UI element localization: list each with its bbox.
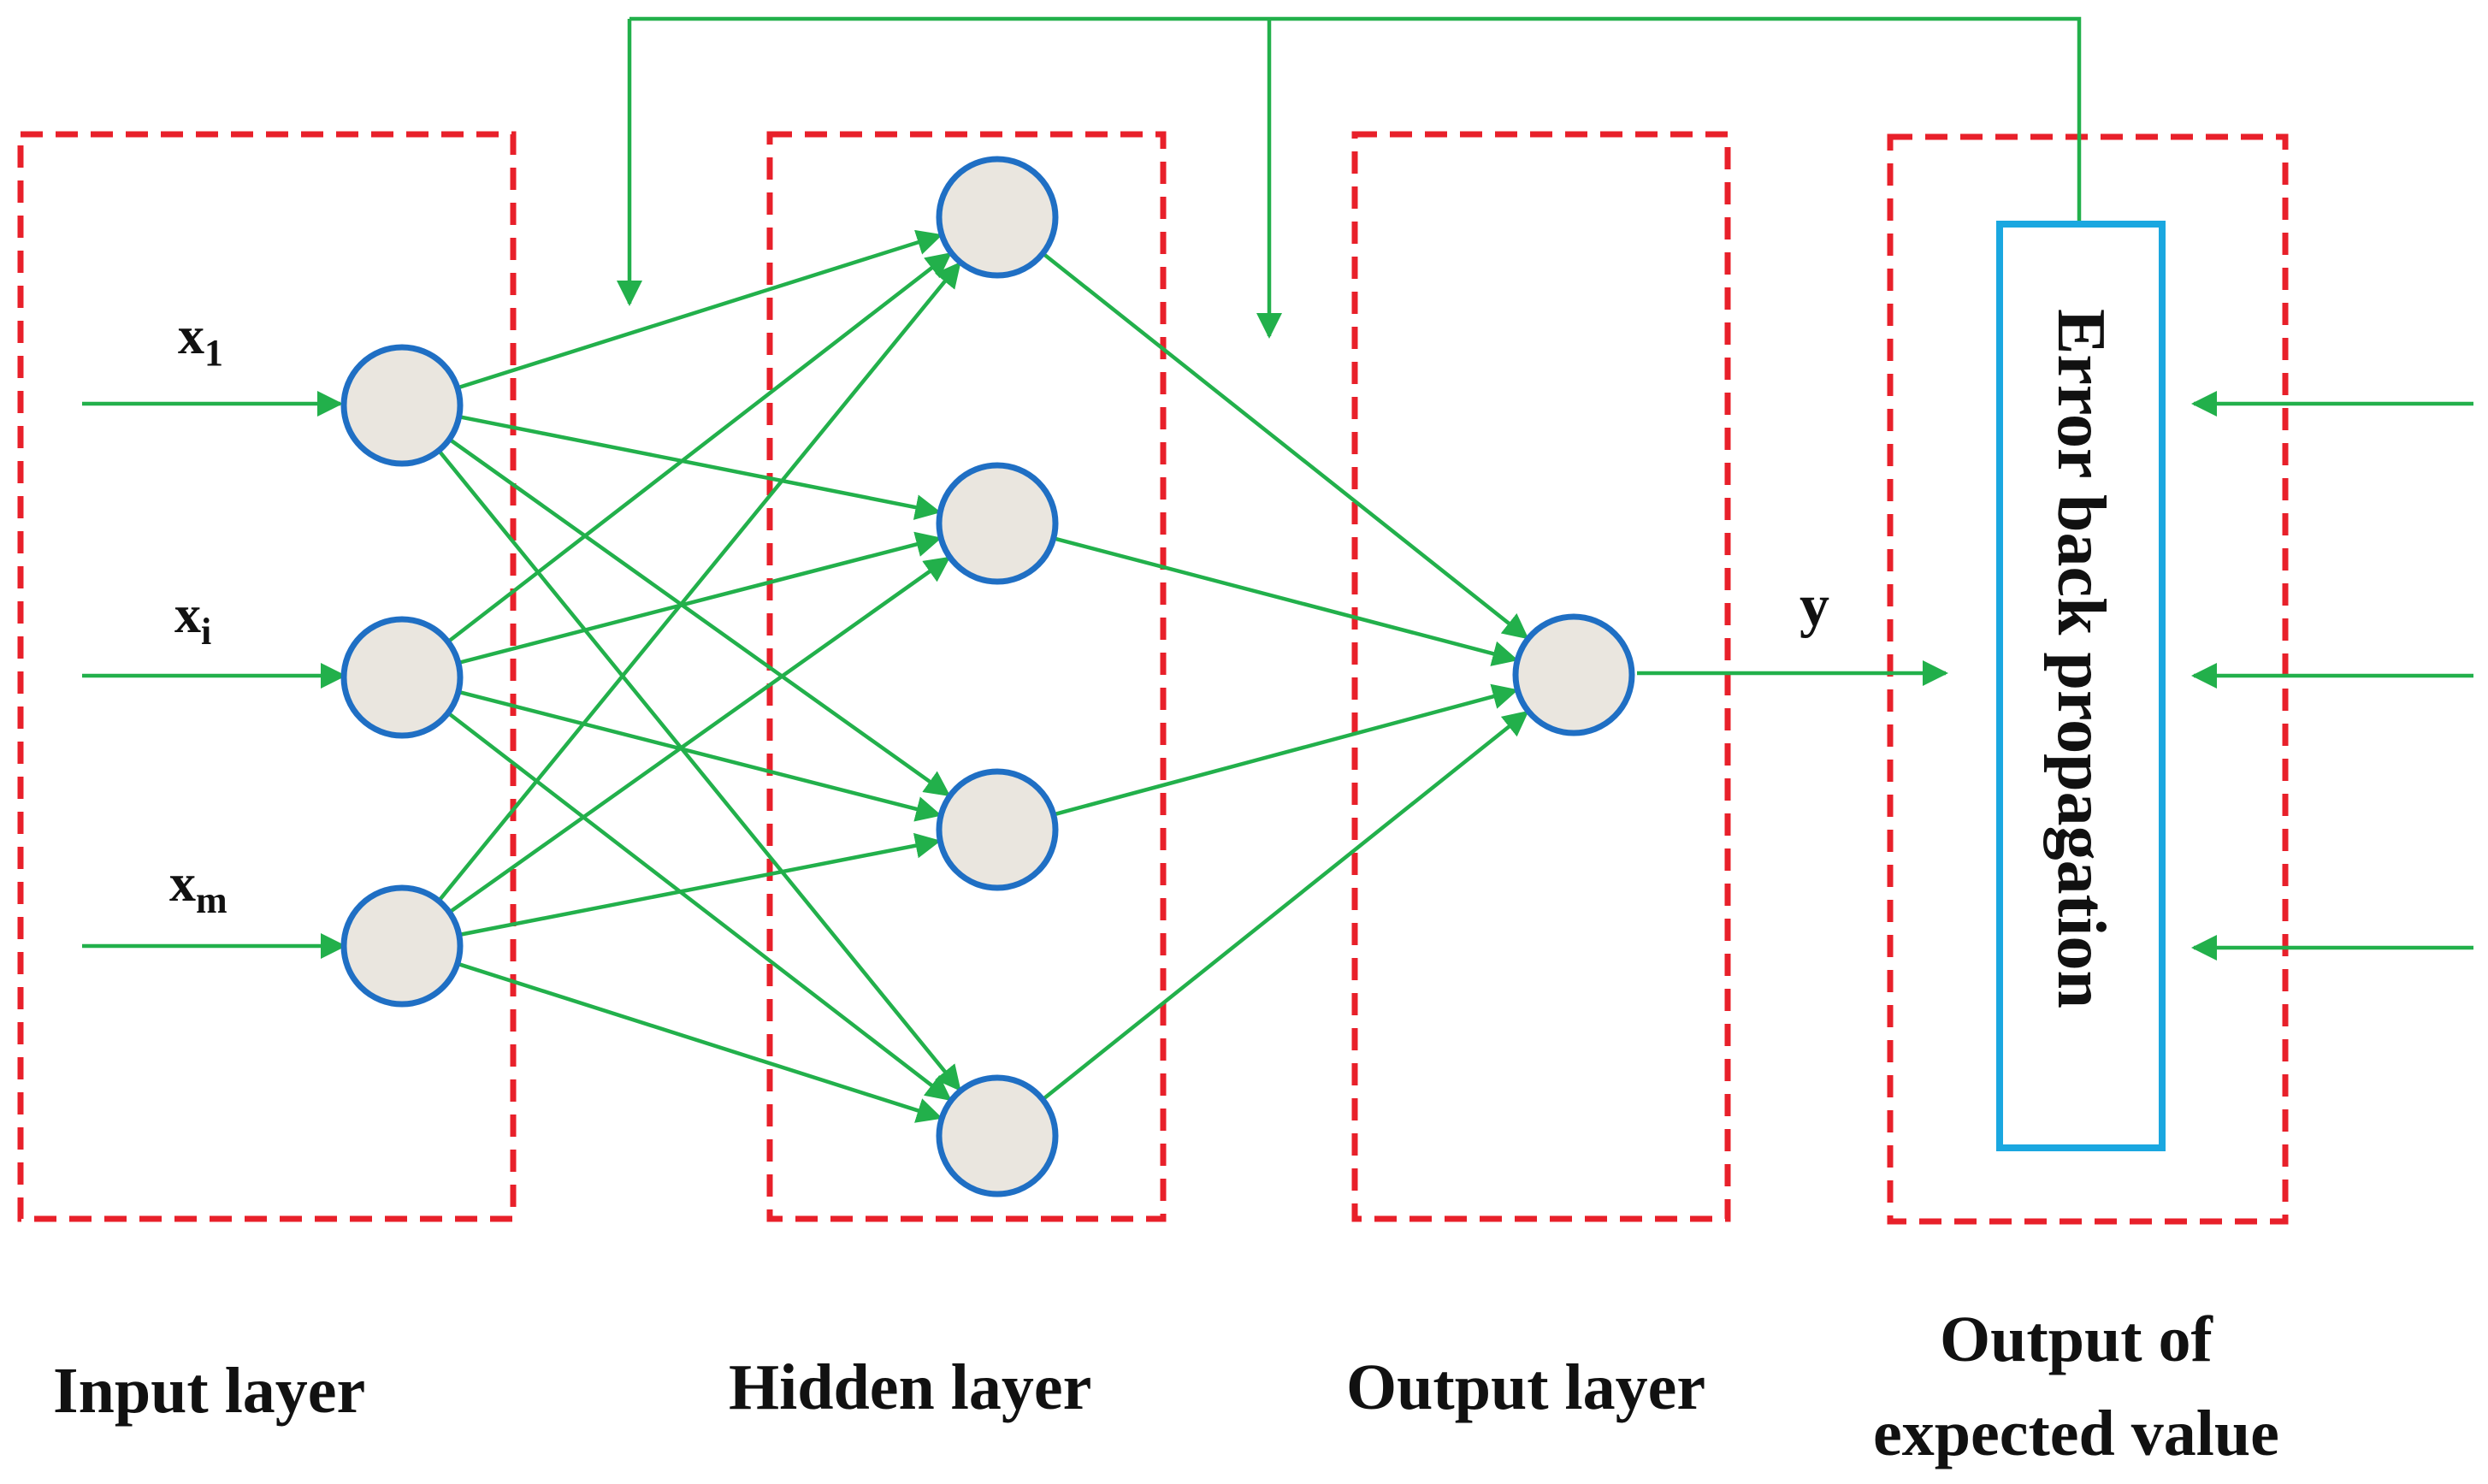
input-label-xm-name: x <box>169 854 196 913</box>
hidden-neuron-4 <box>936 1074 1059 1197</box>
output-neuron-1 <box>1512 613 1635 736</box>
input-neuron-2 <box>340 616 464 739</box>
connection-input-2-to-hidden-3 <box>458 689 943 822</box>
connection-input-3-to-hidden-1 <box>437 261 961 902</box>
connection-input-1-to-hidden-3 <box>448 437 951 797</box>
connection-hidden-1-to-output-1 <box>1041 251 1529 640</box>
input-layer-frame <box>17 131 517 1222</box>
feedback-lines <box>617 16 2082 339</box>
input-label-xi-subscript: i <box>201 611 212 653</box>
error-back-propagation-box <box>1996 221 2166 1151</box>
input-label-xm-subscript: m <box>196 879 228 921</box>
connection-hidden-4-to-output-1 <box>1041 710 1529 1102</box>
hidden-layer-label: Hidden layer <box>729 1351 1092 1423</box>
hidden-layer-frame <box>766 131 1167 1222</box>
expected-value-label-line2: expected value <box>1873 1398 2279 1469</box>
input-label-x1-subscript: 1 <box>204 332 223 374</box>
hidden-neuron-3 <box>936 768 1059 891</box>
input-label-xm: xm <box>169 857 228 919</box>
error-back-propagation-label: Error back propagation <box>2043 309 2119 1008</box>
input-label-x1: x1 <box>178 310 223 372</box>
connection-input-1-to-hidden-4 <box>437 449 961 1092</box>
output-layer-frame <box>1351 131 1731 1222</box>
hidden-neuron-1 <box>936 156 1059 279</box>
connections <box>437 229 1529 1123</box>
expected-value-label-line1: Output of <box>1940 1304 2213 1375</box>
input-neuron-1 <box>340 344 464 467</box>
input-label-xi: xi <box>174 588 211 651</box>
connection-input-3-to-hidden-3 <box>458 832 942 937</box>
hidden-neuron-2 <box>936 462 1059 585</box>
input-label-x1-name: x <box>178 307 204 365</box>
expected-value-arrows <box>2191 391 2473 961</box>
connection-input-1-to-hidden-2 <box>458 414 942 520</box>
input-layer-label: Input layer <box>53 1355 366 1427</box>
output-label-y: y <box>1800 573 1829 639</box>
input-arrows <box>82 391 346 959</box>
connection-input-2-to-hidden-4 <box>446 711 952 1102</box>
connection-hidden-2-to-output-1 <box>1053 536 1519 666</box>
connection-input-1-to-hidden-1 <box>457 229 943 390</box>
neurons <box>340 156 1635 1197</box>
input-neuron-3 <box>340 884 464 1008</box>
connection-input-2-to-hidden-2 <box>458 531 943 665</box>
connection-hidden-3-to-output-1 <box>1053 683 1519 817</box>
expected-value-frame <box>1887 133 2289 1225</box>
connection-input-3-to-hidden-2 <box>448 556 951 914</box>
connection-input-2-to-hidden-1 <box>446 251 952 644</box>
connection-input-3-to-hidden-4 <box>457 961 943 1123</box>
output-layer-label: Output layer <box>1346 1351 1706 1423</box>
input-label-xi-name: x <box>174 586 201 644</box>
feedback-top-line <box>629 16 2082 221</box>
